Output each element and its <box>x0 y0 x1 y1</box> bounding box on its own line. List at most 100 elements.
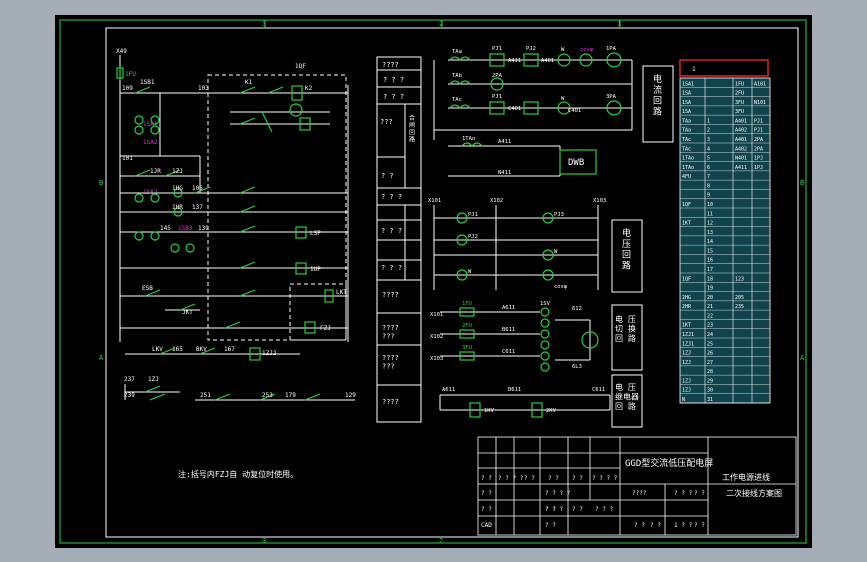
terminal-x103: X103 <box>430 356 443 362</box>
terminal-cell: 1QF <box>682 202 691 208</box>
terminal-header: 1 <box>692 66 696 73</box>
label-1jr: 1JR <box>150 168 161 175</box>
tb-r5-3: ? ? <box>650 522 661 529</box>
zone-right-A: A <box>800 354 805 362</box>
terminal-cell: TAc <box>682 137 691 143</box>
terminal-cell: A402 <box>735 146 747 152</box>
terminal-cell: 29 <box>707 378 713 384</box>
tb-r1-0: ? ? <box>481 475 492 482</box>
vl-612: 612 <box>572 306 582 312</box>
terminal-cell: A101 <box>754 81 766 87</box>
pl-n411: N411 <box>498 170 511 176</box>
terminal-cell: 24 <box>707 332 713 338</box>
tb-r1-5: ? ? ? ? <box>592 475 618 482</box>
terminal-cell: 2HG <box>682 295 691 301</box>
label-lkv: LKV <box>152 346 163 353</box>
label-1up: 1UP <box>310 266 321 273</box>
fuse-2fu: 2FU <box>462 323 472 329</box>
label-1sa1: 1SA1 <box>143 121 158 128</box>
label-239: 239 <box>124 392 135 399</box>
terminal-cell: 123 <box>735 276 744 282</box>
terminal-cell: 7 <box>707 174 710 180</box>
block-relay: 电 压继电器回 路 <box>615 382 639 411</box>
terminal-cell: 3 <box>707 137 710 143</box>
terminal-cell: 15 <box>707 248 713 254</box>
pl-pj1: PJ1 <box>492 46 502 52</box>
terminal-cell: 1KT <box>682 323 691 329</box>
label-101: 101 <box>122 155 133 162</box>
vl-b611: B611 <box>502 327 515 333</box>
terminal-cell: A402 <box>735 128 747 134</box>
terminal-cell: 10 <box>707 202 713 208</box>
relay-1kv: 1KV <box>484 408 495 414</box>
legend-row-8: ? ? ? <box>381 264 402 272</box>
label-lkt: LKT <box>336 289 347 296</box>
label-105: 105 <box>192 185 203 192</box>
pl-1pa: 1PA <box>606 46 617 52</box>
primary-labels: TAa PJ1 A411 PJ2 A401 W cosφ 1PA TAb 2PA… <box>428 46 617 290</box>
terminal-cell: 4 <box>707 146 710 152</box>
label-izj2: 1ZJ2 <box>262 350 277 357</box>
label-167: 167 <box>224 346 235 353</box>
terminal-cell: 235 <box>735 304 744 310</box>
vl-1sv: 1SV <box>540 301 551 307</box>
zone-bottom-2: 2 <box>439 537 443 545</box>
terminal-cell: 1FU <box>735 81 744 87</box>
legend-row-1: ? ? ? <box>383 76 404 84</box>
terminal-cell: 8 <box>707 183 710 189</box>
pl-tab: TAb <box>452 73 462 79</box>
terminal-cell: 14 <box>707 239 713 245</box>
block-voltage: 电压回路 <box>622 227 631 271</box>
terminal-cell: 12 <box>707 221 713 227</box>
label-k2: K2 <box>305 85 313 92</box>
tb-r1-2: ? ? <box>524 475 535 482</box>
label-1sb2: 1SB2 <box>143 189 158 196</box>
tb-r3-4: ? ? ? <box>674 490 692 497</box>
zone-left-A: A <box>99 354 104 362</box>
terminal-cell: 11 <box>707 211 713 217</box>
tb-r3-0: ? ? <box>481 506 492 513</box>
legend-row-0: ???? <box>382 61 399 69</box>
legend-row-3: ??? <box>380 118 393 126</box>
legend-row-10: ??????? <box>382 324 399 340</box>
tb-r4-1: ? ? <box>545 522 556 529</box>
pl-1tao: 1TAo <box>462 136 475 142</box>
pl-pj2c: PJ2 <box>468 234 478 240</box>
terminal-cell: 2FU <box>735 91 744 97</box>
zone-markers: 3 2 1 3 2 B A B A <box>99 20 805 545</box>
pl-w1: W <box>561 47 565 53</box>
rw-c611: C611 <box>592 387 605 393</box>
label-k1: K1 <box>245 79 253 86</box>
tb-r2-1: ? ? ? ? <box>545 490 571 497</box>
terminal-cell: 2PA <box>754 137 763 143</box>
primary-components <box>449 52 622 418</box>
label-1qf-box: 1QF <box>295 63 306 70</box>
tb-r4-0: CAD <box>481 522 492 529</box>
terminal-cell: 1ZJ <box>682 378 691 384</box>
drawing-note: 注:括号内FZJ自 动复位时使用。 <box>178 469 298 479</box>
terminal-cell: 21 <box>707 304 713 310</box>
terminal-cell: 2PA <box>754 146 763 152</box>
pl-tac: TAc <box>452 97 462 103</box>
zone-right-B: B <box>800 179 804 187</box>
block-labels: 电流回路 电压回路 电 压切 换回 路 电 压继电器回 路 <box>615 73 662 411</box>
vl-a611: A611 <box>502 305 515 311</box>
primary-circuit <box>433 59 633 411</box>
pl-a411b: A411 <box>498 139 511 145</box>
pl-cos1: cosφ <box>580 47 594 53</box>
label-251: 251 <box>200 392 211 399</box>
legend-row-4: 合闸回路 <box>409 114 415 144</box>
label-1sb1: 1SB1 <box>140 79 155 86</box>
terminal-cell: TAa <box>682 128 691 134</box>
terminal-cell: 25 <box>707 341 713 347</box>
inner-frame <box>105 27 799 538</box>
label-bkv: BKV <box>196 346 207 353</box>
rw-b611: B611 <box>508 387 521 393</box>
pl-x102: X102 <box>490 198 503 204</box>
pl-taa: TAa <box>452 49 462 55</box>
pl-c401: C401 <box>508 106 521 112</box>
terminal-cell: 23 <box>707 323 713 329</box>
pl-3pa: 3PA <box>606 94 617 100</box>
